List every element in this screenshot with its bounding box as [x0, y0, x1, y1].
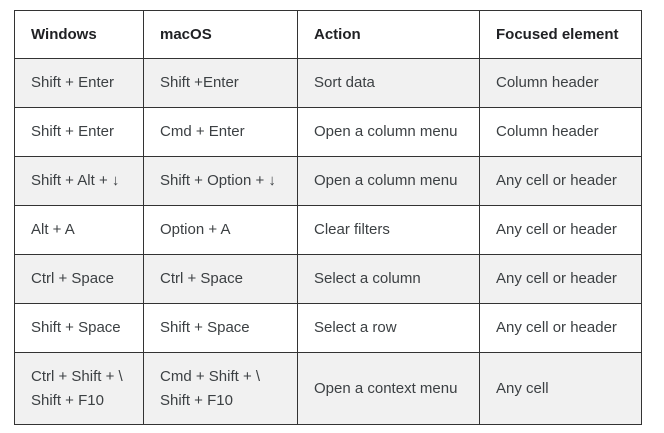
cell-action: Open a column menu — [297, 107, 480, 157]
cell-focused-element: Any cell or header — [479, 156, 642, 206]
cell-macos-shortcut: Shift + Space — [143, 303, 298, 353]
cell-action: Select a column — [297, 254, 480, 304]
column-header-action: Action — [297, 10, 480, 59]
cell-action: Clear filters — [297, 205, 480, 255]
cell-macos-shortcut: Cmd + Shift + \ Shift + F10 — [143, 352, 298, 425]
table-row: Shift + Enter Cmd + Enter Open a column … — [14, 107, 642, 157]
table-row: Alt + A Option + A Clear filters Any cel… — [14, 205, 642, 255]
cell-action: Open a context menu — [297, 352, 480, 425]
column-header-macos: macOS — [143, 10, 298, 59]
table-row: Shift + Alt + ↓ Shift + Option + ↓ Open … — [14, 156, 642, 206]
cell-focused-element: Column header — [479, 58, 642, 108]
column-header-windows: Windows — [14, 10, 144, 59]
cell-windows-shortcut: Alt + A — [14, 205, 144, 255]
cell-windows-shortcut: Shift + Enter — [14, 58, 144, 108]
cell-action: Select a row — [297, 303, 480, 353]
cell-macos-shortcut: Option + A — [143, 205, 298, 255]
cell-windows-shortcut: Ctrl + Shift + \ Shift + F10 — [14, 352, 144, 425]
column-header-focused-element: Focused element — [479, 10, 642, 59]
cell-windows-shortcut: Shift + Enter — [14, 107, 144, 157]
cell-windows-shortcut: Shift + Alt + ↓ — [14, 156, 144, 206]
table-row: Shift + Space Shift + Space Select a row… — [14, 303, 642, 353]
table-row: Ctrl + Space Ctrl + Space Select a colum… — [14, 254, 642, 304]
cell-macos-shortcut: Cmd + Enter — [143, 107, 298, 157]
table-row: Ctrl + Shift + \ Shift + F10 Cmd + Shift… — [14, 352, 642, 425]
cell-focused-element: Any cell or header — [479, 205, 642, 255]
header-row: Windows macOS Action Focused element — [14, 10, 642, 59]
cell-windows-shortcut: Shift + Space — [14, 303, 144, 353]
cell-focused-element: Any cell or header — [479, 303, 642, 353]
cell-focused-element: Any cell — [479, 352, 642, 425]
cell-windows-shortcut: Ctrl + Space — [14, 254, 144, 304]
cell-focused-element: Column header — [479, 107, 642, 157]
cell-macos-shortcut: Shift + Option + ↓ — [143, 156, 298, 206]
table-row: Shift + Enter Shift +Enter Sort data Col… — [14, 58, 642, 108]
cell-focused-element: Any cell or header — [479, 254, 642, 304]
shortcuts-table: Windows macOS Action Focused element Shi… — [14, 10, 642, 425]
cell-macos-shortcut: Shift +Enter — [143, 58, 298, 108]
cell-action: Sort data — [297, 58, 480, 108]
cell-macos-shortcut: Ctrl + Space — [143, 254, 298, 304]
cell-action: Open a column menu — [297, 156, 480, 206]
